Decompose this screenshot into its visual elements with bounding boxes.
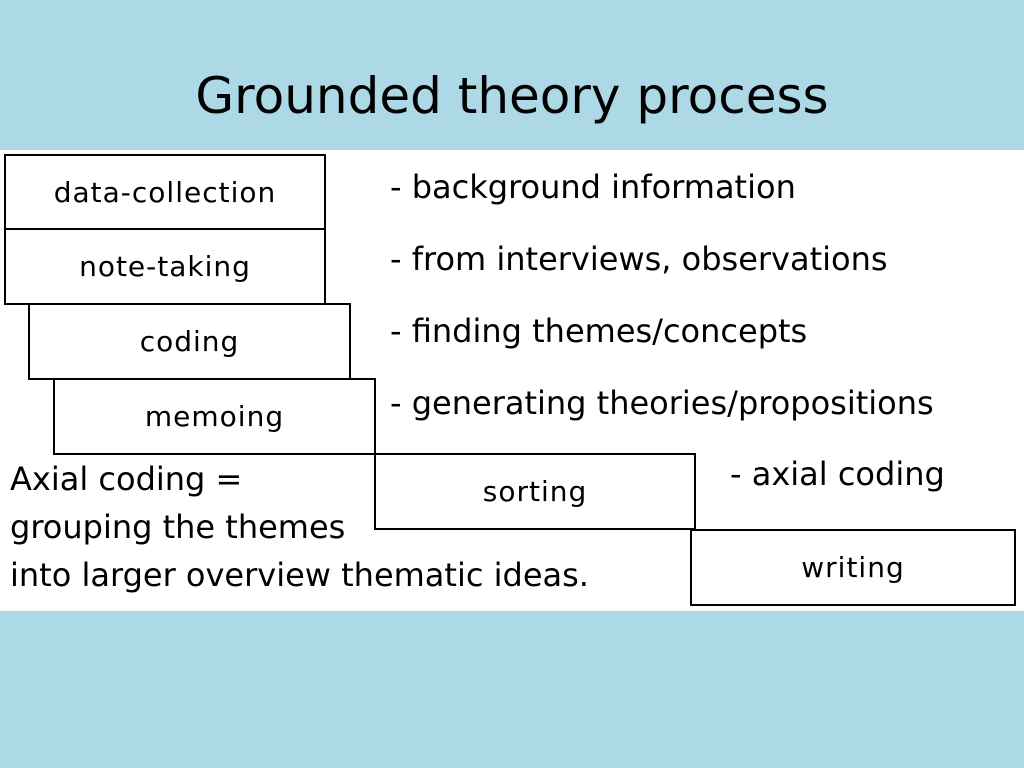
step-sorting: sorting <box>374 453 696 530</box>
axial-coding-definition: Axial coding = grouping the themes into … <box>10 455 589 599</box>
note-interviews-observations: - from interviews, observations <box>390 240 888 278</box>
note-themes-concepts: - finding themes/concepts <box>390 312 808 350</box>
step-data-collection: data-collection <box>4 154 326 230</box>
step-coding: coding <box>28 303 351 380</box>
axial-definition-line-1: Axial coding = <box>10 460 243 498</box>
step-note-taking: note-taking <box>4 228 326 305</box>
note-axial-coding: - axial coding <box>730 455 945 493</box>
axial-definition-line-2: grouping the themes <box>10 508 346 546</box>
step-writing: writing <box>690 529 1016 606</box>
slide-title: Grounded theory process <box>195 67 829 125</box>
note-theories-propositions: - generating theories/propositions <box>390 384 934 422</box>
note-background-information: - background information <box>390 168 796 206</box>
axial-definition-line-3: into larger overview thematic ideas. <box>10 556 589 594</box>
step-memoing: memoing <box>53 378 376 455</box>
